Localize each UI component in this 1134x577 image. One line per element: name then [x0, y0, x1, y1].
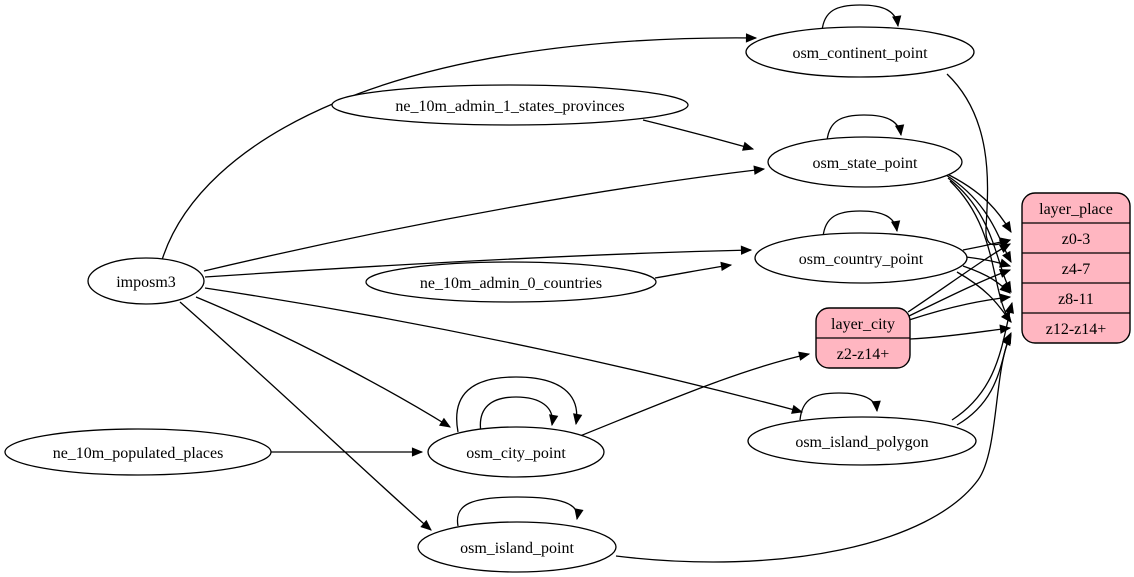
edge-osm_country_point-layer_place-z4-7	[965, 256, 1012, 268]
edge-selfloop-osm_island_polygon	[799, 392, 881, 421]
edge-imposm3-osm_state_point	[203, 165, 766, 272]
edge-osm_city_point-layer_city	[579, 351, 811, 437]
node-label: osm_continent_point	[792, 45, 928, 62]
edge-layer_city-layer_place-z12-z14	[909, 324, 1012, 340]
edge-selfloop-osm_country_point	[822, 210, 901, 238]
record-row-z0-3: z0-3	[1062, 231, 1090, 248]
edge-layer_city-layer_place-z8-11	[908, 293, 1012, 321]
node-label: osm_city_point	[466, 445, 566, 462]
node-shape	[4, 428, 272, 476]
record-row-z8-11: z8-11	[1058, 291, 1094, 308]
node-shape	[87, 257, 205, 305]
node-shape	[417, 521, 617, 573]
edge-imposm3-osm_island_point	[179, 301, 432, 531]
node-osm_country_point: osm_country_point	[754, 232, 968, 284]
node-label: imposm3	[116, 274, 176, 291]
edges-layer	[161, 4, 1014, 563]
record-shape	[1021, 192, 1131, 344]
node-shape	[427, 426, 605, 478]
edge-osm_country_point-layer_place-z12-z14	[956, 271, 1012, 323]
record-row-z12-z14: z12-z14+	[1046, 321, 1107, 338]
node-label: osm_state_point	[813, 155, 918, 172]
edge-selfloop-osm_island_point	[456, 496, 584, 527]
edge-osm_island_polygon-layer_place-z8-11	[951, 301, 1014, 421]
edge-ne_10m_admin_0_countries-osm_country_point	[654, 261, 733, 279]
edge-osm_island_point-layer_place-z12-z14	[615, 333, 1012, 563]
edge-selfloop-osm_continent_point	[821, 4, 902, 32]
edge-osm_island_polygon-layer_place-z12-z14	[956, 331, 1012, 426]
record-layer_place: layer_place z0-3 z4-7 z8-11 z12-z14+	[1021, 192, 1131, 344]
record-row-z2-z14: z2-z14+	[837, 346, 890, 363]
edge-osm_state_point-layer_place-z0-3	[942, 171, 1012, 233]
record-row-z4-7: z4-7	[1062, 261, 1090, 278]
edge-osm_state_point-layer_place-z4-7	[945, 174, 1012, 264]
node-shape	[365, 261, 657, 303]
node-label: osm_country_point	[799, 251, 924, 268]
node-osm_state_point: osm_state_point	[767, 136, 963, 188]
node-label: osm_island_point	[460, 540, 574, 557]
edge-selfloop-osm_state_point	[826, 114, 905, 142]
edge-osm_country_point-layer_place-z8-11	[962, 265, 1011, 294]
edge-selfloop-osm_city_point-outer	[456, 376, 583, 433]
node-label: ne_10m_admin_1_states_provinces	[395, 98, 624, 115]
node-shape	[745, 26, 975, 78]
edge-layer_city-layer_place-z4-7	[908, 269, 1012, 317]
node-shape	[747, 416, 977, 466]
edge-imposm3-osm_island_polygon	[204, 287, 804, 414]
node-ne_10m_admin_0_countries: ne_10m_admin_0_countries	[365, 261, 657, 303]
edge-imposm3-osm_city_point	[195, 296, 451, 428]
node-ne_10m_admin_1_states_provinces: ne_10m_admin_1_states_provinces	[331, 84, 689, 126]
record-layer_city: layer_city z2-z14+	[815, 307, 911, 369]
edge-osm_continent_point-layer_place-z0-3	[946, 73, 1012, 249]
edge-imposm3-osm_continent_point	[161, 33, 758, 261]
edge-selfloop-osm_city_point-inner	[479, 396, 559, 434]
edge-ne_10m_admin_1_states_provinces-osm_state_point	[642, 119, 755, 151]
node-label: ne_10m_admin_0_countries	[420, 275, 602, 292]
edge-osm_state_point-layer_place-z12-z14	[949, 180, 1012, 323]
node-ne_10m_populated_places: ne_10m_populated_places	[4, 428, 272, 476]
node-shape	[754, 232, 968, 284]
edge-osm_state_point-layer_place-z8-11	[947, 177, 1012, 294]
node-osm_city_point: osm_city_point	[427, 426, 605, 478]
node-shape	[331, 84, 689, 126]
node-osm_island_polygon: osm_island_polygon	[747, 416, 977, 466]
edge-osm_country_point-layer_place-z0-3	[962, 237, 1012, 251]
edge-imposm3-osm_country_point	[204, 245, 753, 278]
node-osm_island_point: osm_island_point	[417, 521, 617, 573]
node-label: osm_island_polygon	[795, 434, 928, 451]
node-imposm3: imposm3	[87, 257, 205, 305]
edge-layer_city-layer_place-z0-3	[907, 243, 1012, 313]
record-title: layer_place	[1039, 201, 1113, 218]
node-label: ne_10m_populated_places	[53, 445, 224, 462]
node-shape	[767, 136, 963, 188]
node-osm_continent_point: osm_continent_point	[745, 26, 975, 78]
record-title: layer_city	[831, 316, 895, 333]
